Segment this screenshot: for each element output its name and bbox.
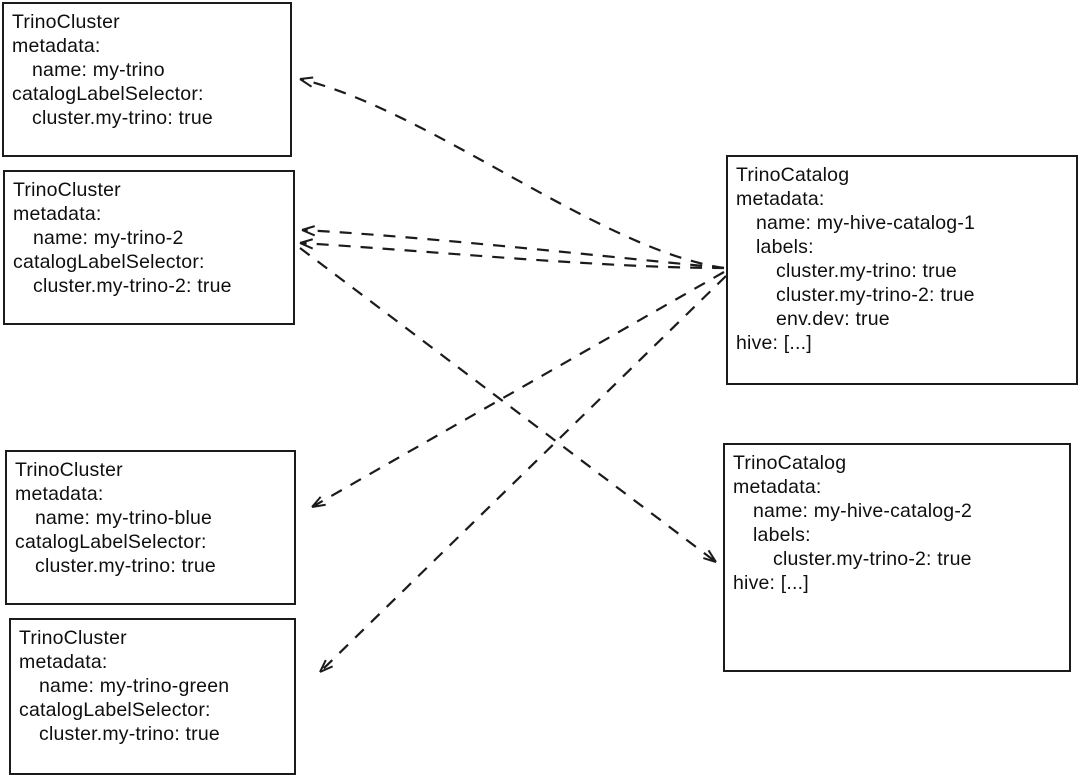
node-kind-label: TrinoCluster [12, 11, 120, 33]
trinocluster-my-trino-node[interactable]: TrinoCluster metadata: name: my-trino ca… [2, 2, 292, 157]
label-entry: cluster.my-trino-2: true [776, 284, 975, 306]
edge-catalog1-to-my-trino [299, 76, 725, 270]
trinocluster-my-trino-blue-node[interactable]: TrinoCluster metadata: name: my-trino-bl… [5, 450, 296, 605]
catalog-label-selector-label: catalogLabelSelector: [19, 699, 211, 721]
metadata-label: metadata: [736, 188, 825, 210]
connector-line: hive: [...] [733, 572, 809, 594]
catalog-label-selector-label: catalogLabelSelector: [12, 83, 204, 105]
catalog-label-selector-entry: cluster.my-trino: true [39, 723, 220, 745]
metadata-name-line: name: my-trino-green [39, 675, 230, 697]
labels-label: labels: [756, 236, 814, 258]
metadata-label: metadata: [13, 203, 102, 225]
trinocluster-my-trino-2-node[interactable]: TrinoCluster metadata: name: my-trino-2 … [3, 170, 295, 325]
label-entry: cluster.my-trino: true [776, 260, 957, 282]
label-entry: env.dev: true [776, 308, 890, 330]
catalog-label-selector-label: catalogLabelSelector: [13, 251, 205, 273]
node-kind-label: TrinoCluster [13, 179, 121, 201]
catalog-label-selector-entry: cluster.my-trino: true [35, 555, 216, 577]
catalog-label-selector-entry: cluster.my-trino-2: true [33, 275, 232, 297]
metadata-label: metadata: [15, 483, 104, 505]
connector-line: hive: [...] [736, 332, 812, 354]
edge-my-trino-2-to-catalog2 [299, 247, 717, 563]
label-entry: cluster.my-trino-2: true [773, 548, 972, 570]
edge-catalog1-to-my-trino-green [319, 275, 727, 673]
metadata-name-line: name: my-trino-2 [33, 227, 184, 249]
metadata-label: metadata: [733, 476, 822, 498]
catalog-label-selector-label: catalogLabelSelector: [15, 531, 207, 553]
trinocluster-my-trino-green-node[interactable]: TrinoCluster metadata: name: my-trino-gr… [9, 618, 296, 775]
trinocatalog-my-hive-catalog-1-node[interactable]: TrinoCatalog metadata: name: my-hive-cat… [726, 155, 1078, 385]
metadata-label: metadata: [12, 35, 101, 57]
metadata-name-line: name: my-hive-catalog-2 [753, 500, 973, 522]
edge-catalog1-to-my-trino-2-secondary [299, 238, 725, 270]
node-kind-label: TrinoCluster [19, 627, 127, 649]
catalog-label-selector-entry: cluster.my-trino: true [32, 107, 213, 129]
metadata-label: metadata: [19, 651, 108, 673]
edge-catalog1-to-my-trino-2 [301, 225, 725, 270]
metadata-name-line: name: my-hive-catalog-1 [756, 212, 976, 234]
metadata-name-line: name: my-trino-blue [35, 507, 213, 529]
trinocatalog-my-hive-catalog-2-node[interactable]: TrinoCatalog metadata: name: my-hive-cat… [723, 443, 1071, 672]
edge-catalog1-to-my-trino-blue [311, 271, 725, 508]
labels-label: labels: [753, 524, 811, 546]
metadata-name-line: name: my-trino [32, 59, 165, 81]
node-kind-label: TrinoCluster [15, 459, 123, 481]
node-kind-label: TrinoCatalog [733, 452, 847, 474]
node-kind-label: TrinoCatalog [736, 164, 850, 186]
